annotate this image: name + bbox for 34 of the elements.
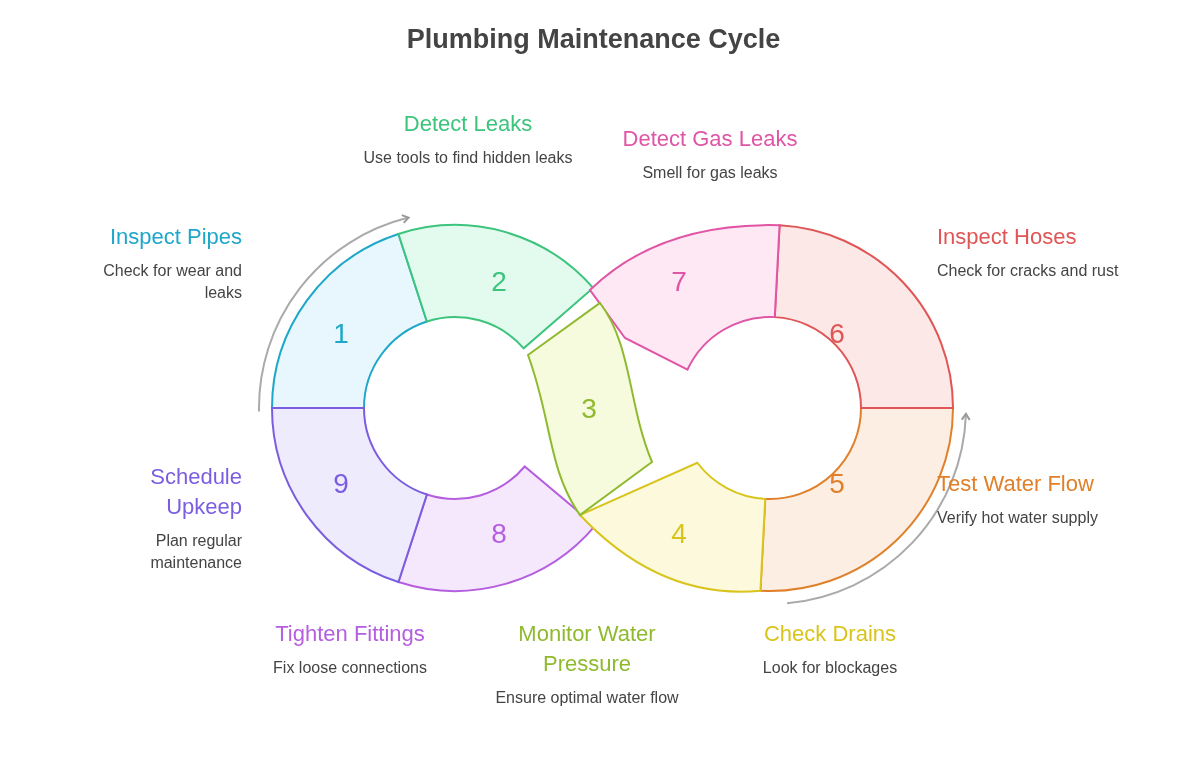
step-heading: Monitor Water Pressure — [517, 620, 657, 678]
cycle-segment — [589, 224, 781, 371]
step-number: 8 — [491, 518, 507, 549]
step-number: 6 — [829, 318, 845, 349]
step-heading: Tighten Fittings — [275, 620, 425, 648]
step-heading: Inspect Pipes — [109, 223, 242, 251]
step-description: Smell for gas leaks — [642, 163, 778, 183]
cycle-segment — [271, 232, 428, 409]
step-heading: Schedule Upkeep — [149, 463, 242, 521]
cycle-segment — [397, 224, 595, 350]
step-number: 7 — [671, 266, 687, 297]
step-heading: Detect Gas Leaks — [622, 125, 798, 153]
step-number: 5 — [829, 468, 845, 499]
step-number: 2 — [491, 266, 507, 297]
step-description: Plan regular maintenance — [149, 531, 242, 573]
step-description: Check for cracks and rust — [937, 261, 1119, 281]
step-description: Fix loose connections — [273, 658, 427, 678]
step-heading: Detect Leaks — [403, 110, 533, 138]
step-number: 1 — [333, 318, 349, 349]
step-description: Use tools to find hidden leaks — [363, 148, 573, 168]
step-heading: Test Water Flow — [937, 470, 1094, 498]
step-description: Verify hot water supply — [937, 508, 1098, 528]
step-heading: Inspect Hoses — [937, 223, 1077, 251]
step-description: Ensure optimal water flow — [495, 688, 679, 708]
step-description: Look for blockages — [762, 658, 898, 678]
cycle-segment — [271, 407, 428, 584]
diagram-title: Plumbing Maintenance Cycle — [405, 24, 782, 55]
step-heading: Check Drains — [763, 620, 896, 648]
step-number: 4 — [671, 518, 687, 549]
step-description: Check for wear and leaks — [102, 261, 242, 303]
cycle-segment — [579, 461, 767, 593]
step-number: 9 — [333, 468, 349, 499]
cycle-segment — [527, 302, 653, 516]
step-number: 3 — [581, 393, 597, 424]
